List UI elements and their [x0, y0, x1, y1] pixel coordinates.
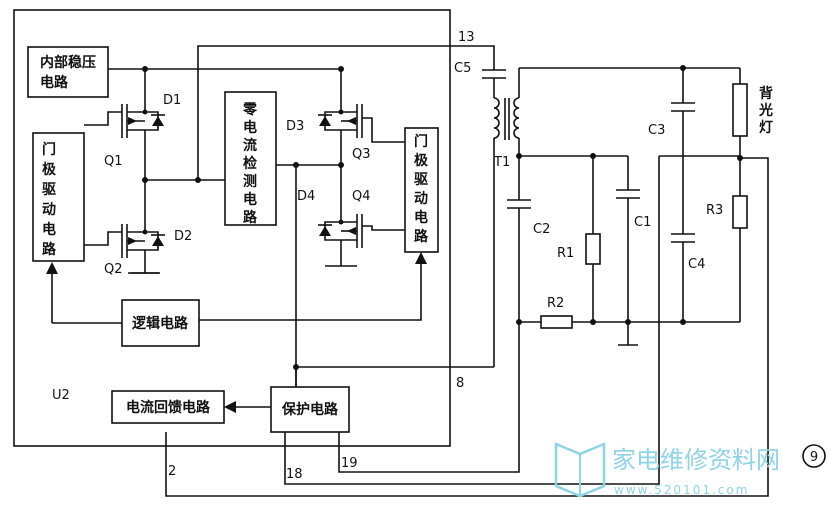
svg-text:保护电路: 保护电路	[281, 401, 339, 418]
diode-d3	[318, 111, 341, 131]
component-labels: D1 D2 D3 D4 Q1 Q2 Q3 Q4 U2 C5 T1 C1 C2 C…	[52, 30, 723, 482]
svg-text:门: 门	[42, 141, 56, 158]
label-c5: C5	[454, 61, 471, 76]
svg-text:灯: 灯	[759, 119, 773, 136]
label-t1: T1	[493, 155, 510, 170]
resistor-r3	[732, 195, 748, 229]
svg-text:路: 路	[243, 209, 258, 226]
svg-text:电路: 电路	[40, 74, 69, 91]
backlight-lamp	[732, 83, 748, 137]
pin-2-label: 2	[168, 464, 176, 479]
figure-number: 9	[802, 444, 826, 468]
svg-text:电: 电	[42, 221, 56, 238]
svg-text:背: 背	[759, 85, 773, 102]
capacitor-c2	[507, 199, 531, 214]
mosfet-q2	[121, 224, 145, 258]
svg-text:测: 测	[243, 173, 257, 190]
diode-d4	[318, 221, 341, 241]
label-c3: C3	[648, 123, 665, 138]
capacitor-c4	[671, 233, 695, 248]
transformer-t1	[493, 97, 520, 140]
svg-text:逻辑电路: 逻辑电路	[132, 315, 189, 332]
site-watermark: 家电维修资料网 www.520101.com	[554, 442, 780, 498]
current-feedback-block: 电流回馈电路	[111, 390, 225, 424]
gate-driver-left-block: 门 极 驱 动 电 路	[32, 132, 85, 262]
svg-text:电: 电	[414, 209, 428, 226]
pin-18-label: 18	[286, 467, 303, 482]
protection-circuit-block: 保护电路	[270, 386, 350, 433]
mosfet-q3	[341, 104, 363, 138]
circuit-wires	[51, 45, 769, 497]
label-r1: R1	[557, 246, 574, 261]
svg-text:门: 门	[414, 133, 428, 150]
svg-text:电流回馈电路: 电流回馈电路	[126, 399, 211, 416]
resistor-r1	[585, 233, 601, 265]
label-d1: D1	[163, 93, 181, 108]
diode-d2	[145, 231, 165, 251]
svg-text:家电维修资料网: 家电维修资料网	[612, 446, 780, 474]
svg-text:路: 路	[42, 241, 57, 258]
svg-text:www.520101.com: www.520101.com	[614, 483, 749, 497]
label-c2: C2	[533, 222, 550, 237]
label-q2: Q2	[104, 262, 123, 277]
label-q3: Q3	[352, 147, 371, 162]
pin-8-label: 8	[456, 376, 464, 391]
label-q4: Q4	[352, 189, 371, 204]
resistor-r2	[540, 315, 573, 329]
svg-text:流: 流	[243, 137, 257, 154]
label-r2: R2	[547, 296, 564, 311]
svg-text:驱: 驱	[414, 172, 428, 188]
mosfet-q1	[121, 104, 145, 138]
mosfet-q4	[341, 214, 363, 248]
capacitor-c1	[616, 189, 640, 204]
svg-text:零: 零	[242, 101, 258, 118]
svg-text:光: 光	[758, 102, 773, 119]
label-u2: U2	[52, 388, 70, 403]
svg-text:9: 9	[810, 450, 818, 465]
signal-arrows	[46, 252, 427, 413]
label-d3: D3	[286, 119, 304, 134]
pin-19-label: 19	[341, 456, 358, 471]
capacitor-c3	[671, 102, 695, 117]
label-q1: Q1	[104, 154, 123, 169]
ground-symbols	[131, 272, 638, 346]
book-logo-icon	[554, 442, 606, 498]
svg-text:动: 动	[414, 190, 428, 207]
svg-text:检: 检	[243, 155, 257, 172]
junction-dots	[142, 65, 743, 370]
svg-text:路: 路	[414, 228, 429, 245]
label-c1: C1	[634, 215, 651, 230]
diode-d1	[145, 111, 165, 131]
svg-text:内部稳压: 内部稳压	[40, 54, 96, 71]
svg-text:电: 电	[243, 119, 257, 136]
svg-text:动: 动	[42, 201, 56, 218]
capacitor-c5	[482, 66, 506, 82]
label-c4: C4	[688, 257, 705, 272]
label-d2: D2	[174, 229, 192, 244]
label-r3: R3	[706, 203, 723, 218]
svg-text:极: 极	[414, 152, 429, 169]
svg-text:极: 极	[42, 161, 57, 178]
label-d4: D4	[297, 189, 315, 204]
svg-text:驱: 驱	[42, 182, 56, 198]
zero-current-detect-block: 零 电 流 检 测 电 路	[224, 91, 277, 226]
backlight-label: 背 光 灯	[758, 85, 773, 136]
gate-driver-right-block: 门 极 驱 动 电 路	[404, 127, 439, 253]
svg-text:电: 电	[243, 191, 257, 208]
logic-circuit-block: 逻辑电路	[121, 299, 200, 347]
pin-13-label: 13	[458, 30, 475, 45]
internal-regulator-block: 内部稳压 电路	[27, 46, 109, 98]
